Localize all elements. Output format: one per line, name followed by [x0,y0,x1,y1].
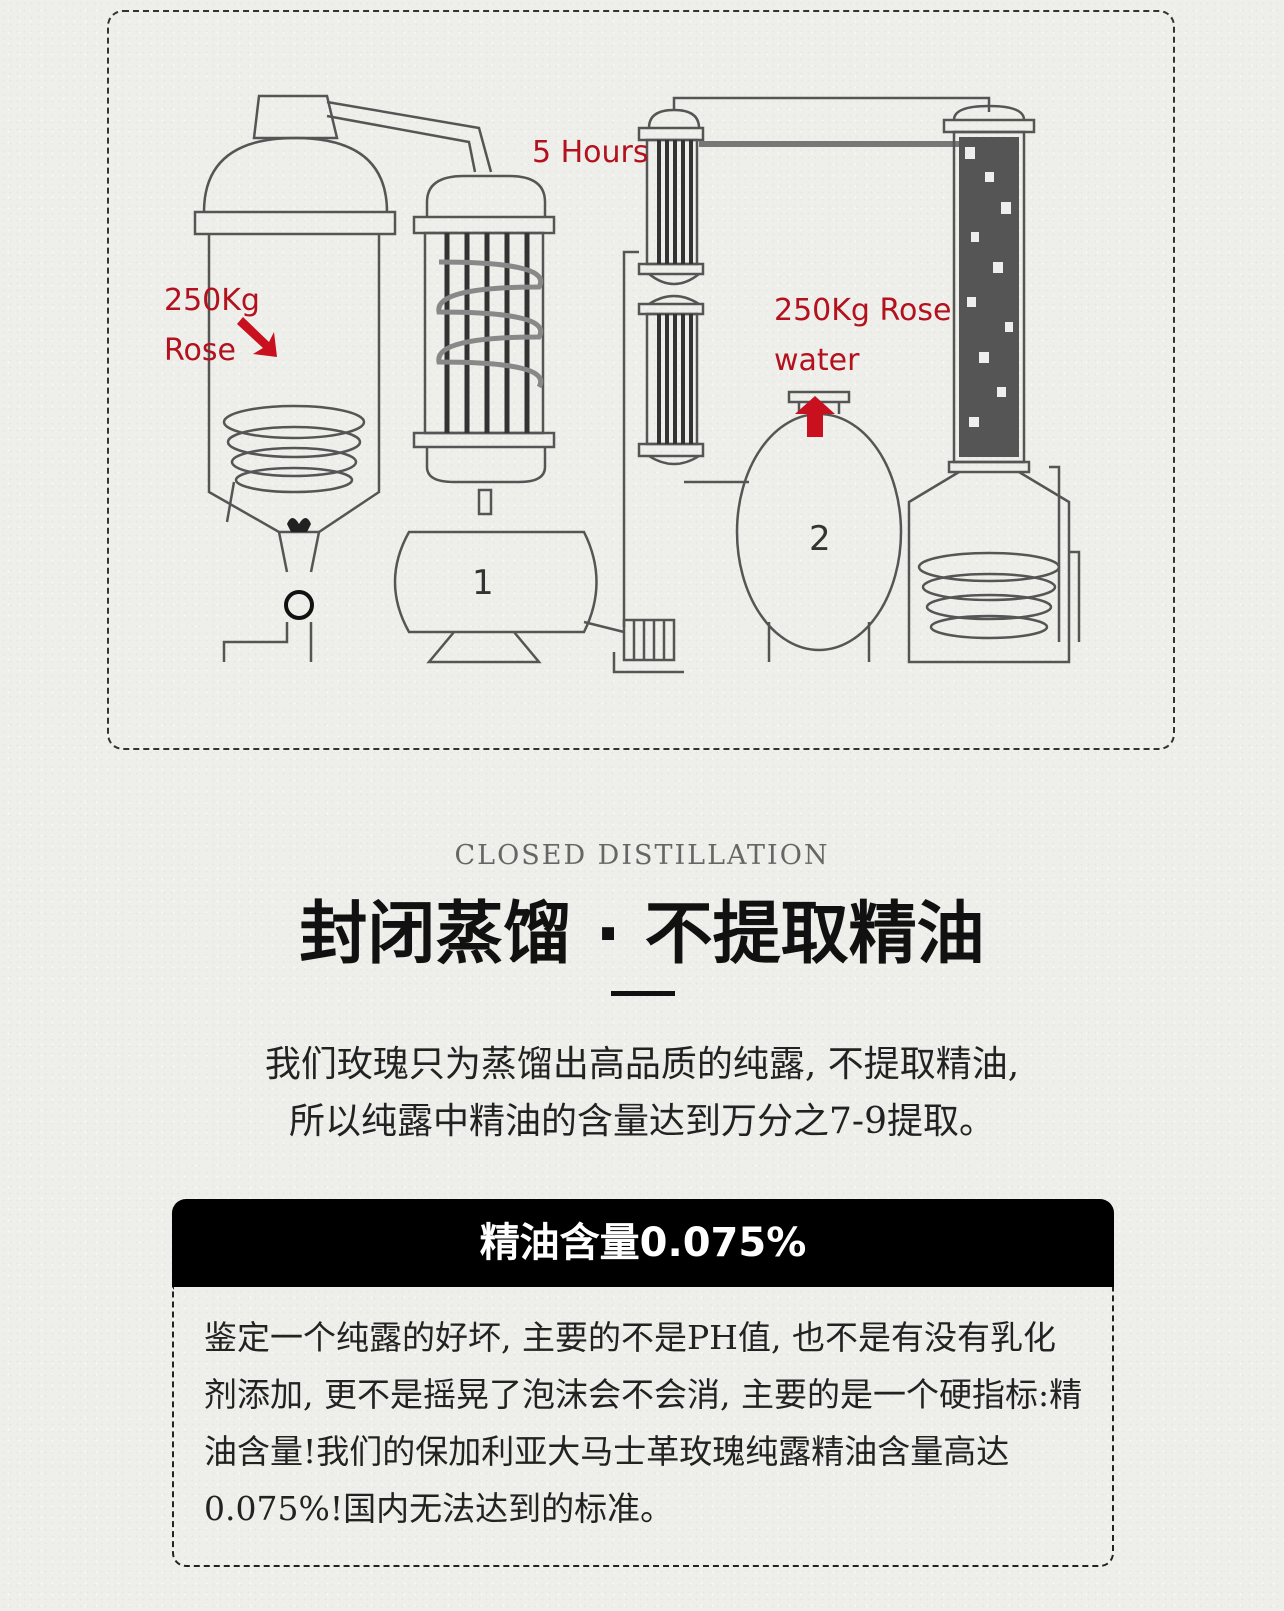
intro-line-1: 我们玫瑰只为蒸馏出高品质的纯露, 不提取精油, [264,1044,1020,1085]
section-intro: 我们玫瑰只为蒸馏出高品质的纯露, 不提取精油, 所以纯露中精油的含量达到万分之7… [0,1036,1284,1150]
distillation-diagram: 5 Hours 250Kg Rose 250Kg Rose water 1 2 [164,94,1081,674]
condenser-1 [412,174,556,484]
tank-2-number: 2 [809,519,831,559]
valve-icon [284,590,314,620]
filter-column [907,104,1081,664]
tank-1 [393,488,598,664]
section-subtitle: CLOSED DISTILLATION [454,840,830,871]
arrow-down-right-icon [237,317,277,357]
intro-line-2: 所以纯露中精油的含量达到万分之7-9提取。 [289,1101,995,1142]
top-pipe [672,96,991,112]
carbon-granules [959,137,1019,457]
vapor-pipe [326,100,493,173]
card-text: 鉴定一个纯露的好坏, 主要的不是PH值, 也不是有没有乳化剂添加, 更不是摇晃了… [204,1318,1083,1528]
label-water: water [774,343,860,378]
label-rose-amount: 250Kg [164,283,260,318]
tank-1-number: 1 [472,563,494,603]
label-time: 5 Hours [532,135,649,170]
section-title: 封闭蒸馏 · 不提取精油 [299,895,985,974]
condenser-column [637,108,749,484]
arrow-up-icon [795,396,835,437]
title-divider [611,991,675,996]
diagram-frame: 5 Hours 250Kg Rose 250Kg Rose water 1 2 [107,10,1175,750]
card-body: 鉴定一个纯露的好坏, 主要的不是PH值, 也不是有没有乳化剂添加, 更不是摇晃了… [172,1287,1114,1567]
card-heading: 精油含量0.075% [172,1199,1114,1287]
flame-icon [287,518,311,532]
pump [583,250,684,674]
label-water-amount: 250Kg Rose [774,293,951,328]
still-vessel [193,94,397,662]
label-rose: Rose [164,333,236,368]
